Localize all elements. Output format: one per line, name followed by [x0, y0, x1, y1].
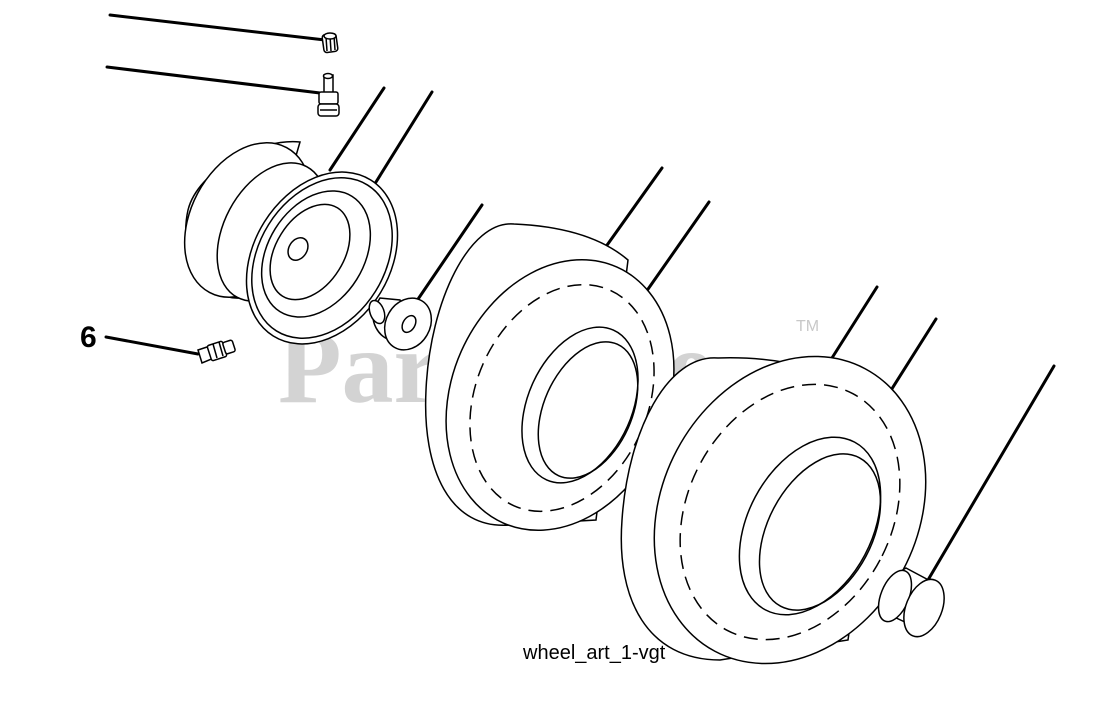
leader-line-tire-front-2 — [644, 200, 711, 294]
trademark-symbol: TM — [796, 318, 819, 335]
leader-line-grease-fitting — [104, 335, 200, 356]
leader-line-tire-front-1 — [598, 166, 664, 257]
grease-fitting — [197, 339, 236, 365]
callout-number-6: 6 — [80, 321, 97, 354]
rear-tire — [620, 355, 927, 665]
leader-line-hub-cap — [926, 364, 1056, 582]
diagram-caption: wheel_art_1-vgt — [522, 642, 666, 664]
hub-cap — [877, 567, 945, 638]
leader-line-valve-stem — [105, 65, 322, 95]
wheel-bushing — [368, 297, 433, 351]
leader-line-rim-2 — [374, 90, 434, 184]
leader-line-rim-1 — [328, 86, 386, 172]
leader-lines — [104, 13, 1056, 582]
leader-line-bushing — [410, 203, 484, 310]
valve-cap — [321, 32, 339, 54]
valve-stem — [317, 72, 340, 117]
front-tire — [424, 223, 675, 531]
wheel-rim — [183, 140, 399, 345]
leader-line-valve-cap — [108, 13, 327, 42]
